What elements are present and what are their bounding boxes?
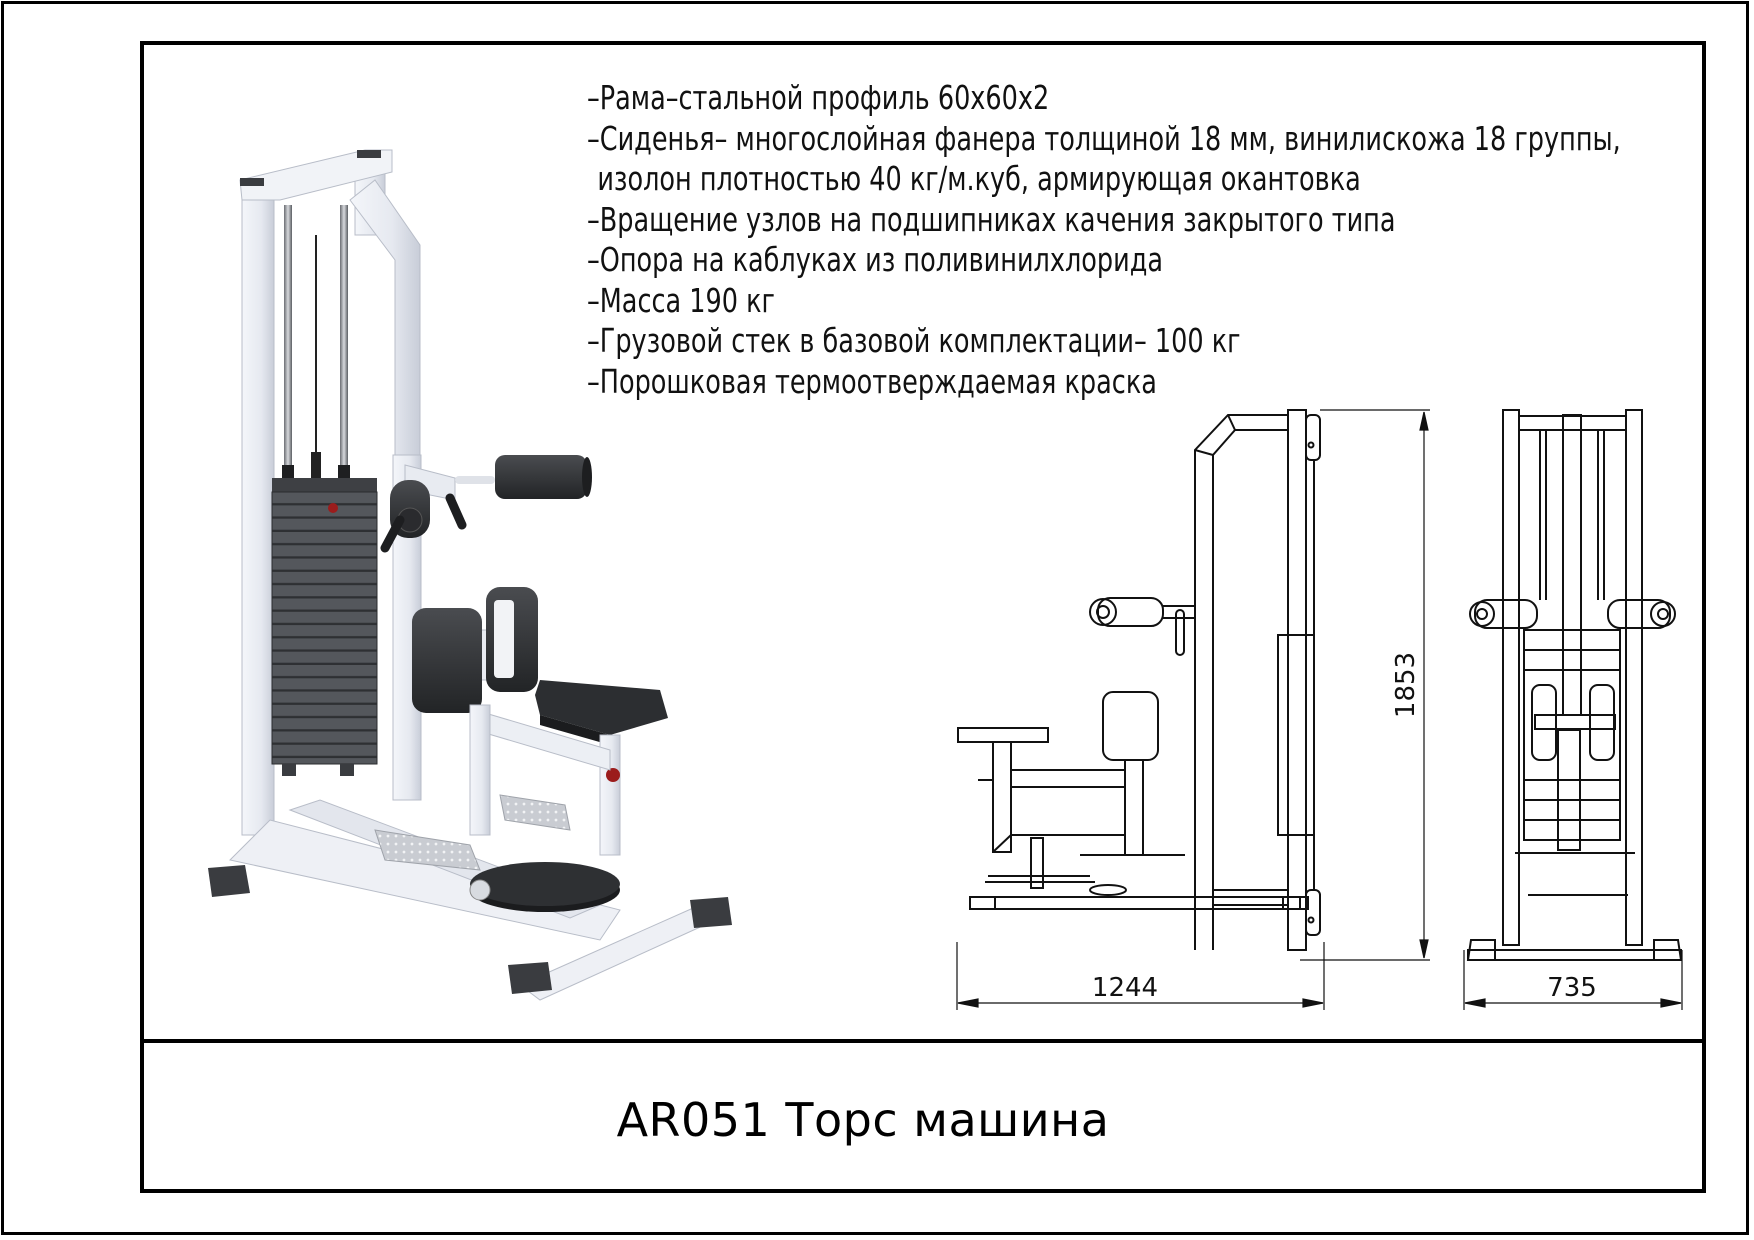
specifications-list: –Рама–стальной профиль 60х60х2 –Сиденья–… <box>587 78 1621 402</box>
dimension-width-label: 735 <box>1547 973 1597 1003</box>
spec-feet: –Опора на каблуках из поливинилхлорида <box>587 240 1163 279</box>
product-title: AR051 Торс машина <box>616 1093 1110 1147</box>
spec-paint: –Порошковая термоотверждаемая краска <box>587 361 1157 401</box>
length-dimension: 1244 <box>956 942 1325 1010</box>
title-block: AR051 Торс машина <box>144 1043 1702 1189</box>
drawing-sheet-frame <box>140 41 1706 1193</box>
spec-seats-continued: изолон плотностью 40 кг/м.куб, армирующа… <box>597 159 1361 198</box>
spec-bearings: –Вращение узлов на подшипниках качения з… <box>587 199 1396 239</box>
title-block-divider <box>140 1039 1706 1043</box>
width-dimension: 735 <box>1463 950 1683 1010</box>
front-view-drawing <box>1466 409 1683 961</box>
dimension-length-label: 1244 <box>1092 973 1158 1003</box>
side-view-drawing: 1853 <box>957 409 1430 961</box>
spec-seats: –Сиденья– многослойная фанера толщиной 1… <box>587 118 1621 158</box>
spec-weight-stack: –Грузовой стек в базовой комплектации– 1… <box>587 321 1241 360</box>
spec-frame: –Рама–стальной профиль 60х60х2 <box>587 78 1050 117</box>
machine-3d-render <box>208 149 732 1001</box>
spec-mass: –Масса 190 кг <box>587 280 775 320</box>
dimension-height-label: 1853 <box>1391 652 1421 718</box>
